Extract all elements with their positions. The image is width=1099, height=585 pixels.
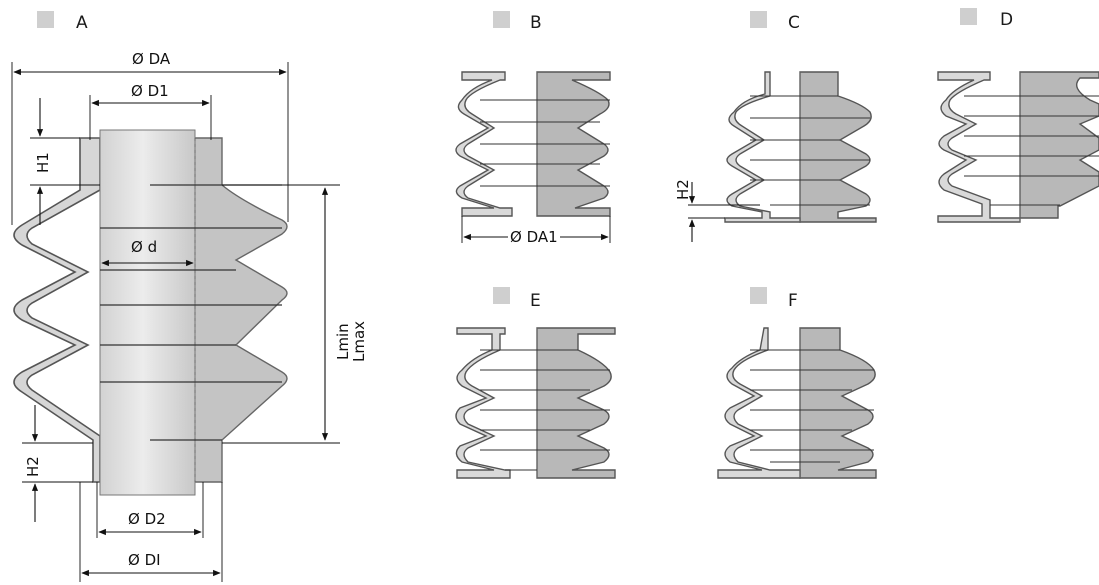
dim-lmax-label: Lmax	[350, 320, 368, 362]
figure-d	[937, 71, 1099, 223]
variant-c-label: C	[788, 13, 800, 33]
variant-a-swatch	[37, 11, 54, 28]
dim-h1-label: H1	[34, 152, 52, 173]
variant-b-label: B	[530, 13, 542, 33]
dim-lmin-label: Lmin	[334, 323, 352, 360]
dim-h2-c-label: H2	[674, 179, 692, 200]
variant-f-label: F	[788, 291, 798, 311]
variant-e-swatch	[493, 287, 510, 304]
variant-f-swatch	[750, 287, 767, 304]
dim-d-label: Ø d	[131, 238, 158, 256]
figure-c	[688, 71, 877, 242]
dim-da1-label: Ø DA1	[508, 228, 560, 246]
figure-f	[717, 327, 877, 479]
figure-a-left-wall	[13, 137, 101, 483]
dim-d1-label: Ø D1	[131, 82, 169, 100]
dim-di-label: Ø DI	[128, 551, 161, 569]
dim-da-label: Ø DA	[132, 50, 171, 68]
variant-e-label: E	[530, 291, 541, 311]
figure-b	[455, 71, 611, 243]
dim-d2-label: Ø D2	[128, 510, 166, 528]
dim-h2-label: H2	[24, 456, 42, 477]
variant-d-swatch	[960, 8, 977, 25]
figure-a-shaft	[99, 129, 196, 496]
variant-d-label: D	[1000, 10, 1014, 30]
variant-b-swatch	[493, 11, 510, 28]
variant-c-swatch	[750, 11, 767, 28]
figure-e	[455, 327, 616, 479]
variant-a-label: A	[76, 13, 88, 33]
figure-a	[11, 62, 340, 582]
